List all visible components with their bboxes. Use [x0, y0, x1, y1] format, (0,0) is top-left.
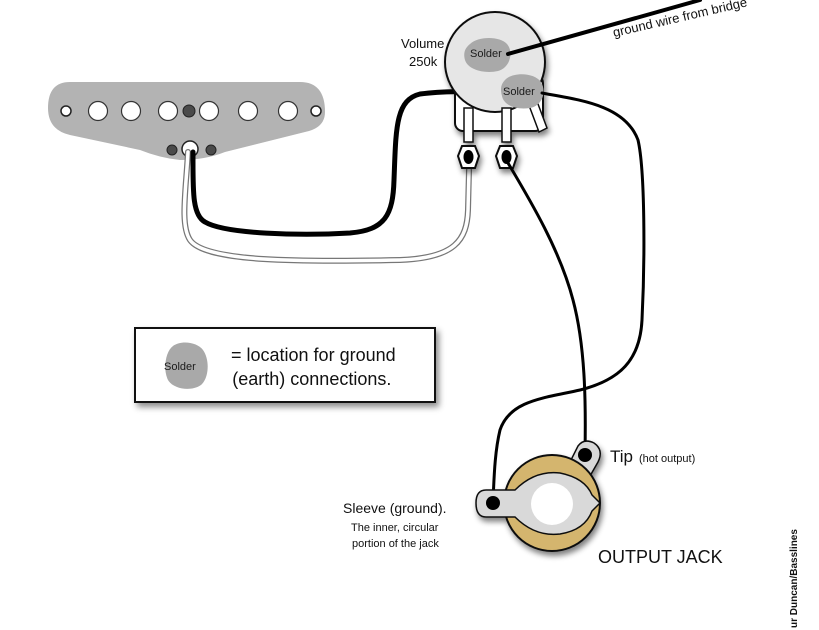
sleeve-note-line2: portion of the jack [352, 538, 439, 550]
bridge-ground-wire [506, 0, 702, 56]
pickup-mount-hole-right [310, 105, 322, 117]
legend: Solder = location for ground (earth) con… [134, 327, 436, 403]
pickup-eyelet-right [205, 144, 217, 156]
jack-center-hole [531, 483, 573, 525]
pole-piece [157, 100, 179, 122]
pot-terminal-middle-solder [501, 150, 512, 164]
legend-description: = location for ground (earth) connection… [231, 343, 396, 391]
pot-lug-middle [501, 107, 512, 143]
solder-label-top: Solder [470, 48, 502, 60]
single-coil-pickup [48, 82, 325, 160]
pickup-eyelet-left [166, 144, 178, 156]
solder-blob-bottom [501, 74, 544, 109]
pickup-plate [48, 82, 325, 160]
pickup-black-wire [190, 89, 523, 237]
legend-line-2: (earth) connections. [232, 369, 392, 389]
sleeve-note-line1: The inner, circular [351, 522, 439, 534]
pot-name-label: Volume [401, 36, 444, 51]
pole-piece [120, 100, 142, 122]
pickup-mount-hole-left [60, 105, 72, 117]
tip-label: Tip [610, 447, 633, 466]
solder-label-bottom: Solder [503, 86, 535, 98]
legend-solder-label: Solder [164, 361, 196, 373]
pole-piece [87, 100, 109, 122]
pickup-center-dot [182, 104, 196, 118]
legend-line-1: = location for ground [231, 345, 396, 365]
solder-blob-top [464, 38, 511, 72]
tip-note: (hot output) [639, 453, 695, 465]
pot-value-label: 250k [409, 54, 438, 69]
pole-piece [237, 100, 259, 122]
image-credit: ur Duncan/Basslines [789, 529, 800, 628]
sleeve-label: Sleeve (ground). [343, 500, 447, 516]
pot-terminal-left-solder [463, 150, 474, 164]
lug-to-tip-wire [506, 161, 587, 454]
pickup-white-wire [181, 149, 472, 264]
legend-solder-blob: Solder [164, 342, 208, 389]
jack-sleeve-solder [486, 496, 500, 510]
output-jack [475, 440, 602, 552]
pole-piece [198, 100, 220, 122]
ground-to-sleeve-wire [491, 91, 646, 502]
pot-lug-left [463, 107, 474, 143]
jack-tip-solder [578, 448, 592, 462]
output-jack-title: OUTPUT JACK [598, 547, 723, 567]
pole-piece [277, 100, 299, 122]
